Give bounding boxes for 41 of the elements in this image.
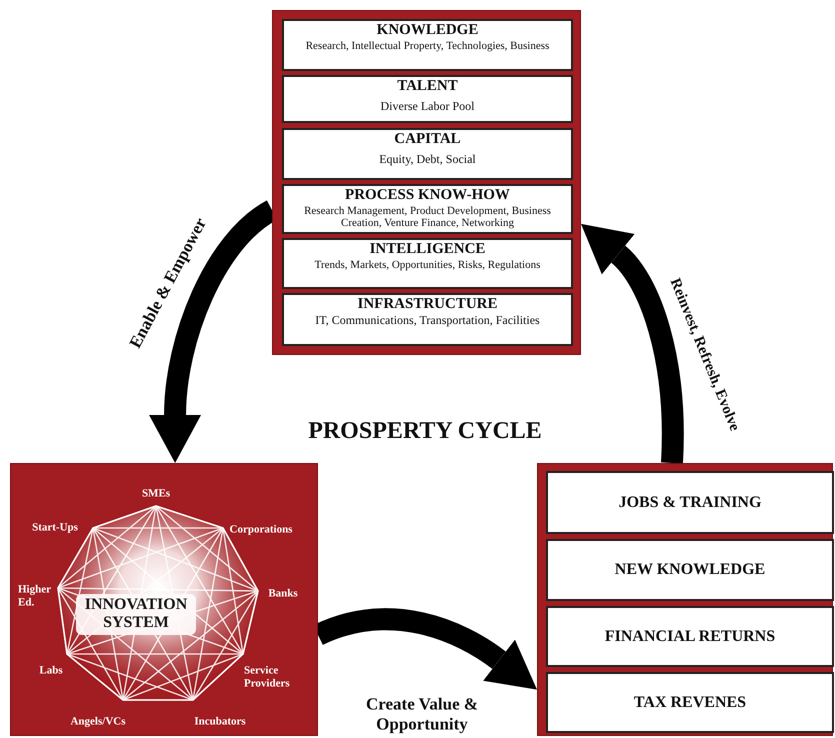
- partner-label: Angels/VCs: [70, 716, 126, 728]
- category-heading: TAX REVENES: [634, 694, 746, 712]
- category-heading: JOBS & TRAINING: [618, 494, 762, 512]
- category-heading: FINANCIAL RETURNS: [604, 628, 776, 646]
- category-box: [546, 471, 834, 534]
- category-description: Diverse Labor Pool: [380, 100, 474, 113]
- partner-label: SMEs: [142, 488, 170, 500]
- category-box: [282, 184, 573, 234]
- category-description: Trends, Markets, Opportunities, Risks, Regulations: [314, 258, 540, 271]
- innovation-panel: [10, 463, 318, 736]
- category-heading: NEW KNOWLEDGE: [614, 561, 766, 579]
- partner-label: Banks: [268, 588, 298, 600]
- category-box: [282, 75, 573, 123]
- category-description: Research, Intellectual Property, Technologies, Business: [306, 40, 550, 52]
- category-box: [546, 539, 834, 601]
- category-description: IT, Communications, Transportation, Facilities: [315, 314, 540, 327]
- category-box: [282, 293, 573, 346]
- panel: [272, 10, 581, 355]
- category-heading: KNOWLEDGE: [376, 22, 478, 38]
- category-heading: TALENT: [397, 78, 458, 94]
- diagram-title: PROSPERTY CYCLE: [307, 418, 543, 445]
- category-box: [546, 606, 834, 667]
- partner-label: Start-Ups: [32, 522, 78, 534]
- category-description: Equity, Debt, Social: [379, 152, 476, 166]
- partner-label: Higher Ed.: [18, 583, 52, 609]
- category-box: [282, 128, 573, 180]
- partner-label: Corporations: [230, 524, 292, 536]
- category-box: [282, 238, 573, 289]
- category-heading: INTELLIGENCE: [370, 241, 486, 258]
- category-box: [282, 19, 573, 71]
- partner-label: Labs: [39, 664, 63, 678]
- category-description: Research Management, Product Development, Business Creation, Venture Finance, Networking: [303, 204, 552, 229]
- category-box: [546, 672, 834, 733]
- partner-label: Service Providers: [244, 664, 291, 690]
- partner-label: Incubators: [194, 716, 246, 728]
- edge-label: Create Value & Opportunity: [364, 694, 480, 734]
- category-heading: PROCESS KNOW-HOW: [345, 187, 510, 204]
- category-heading: INFRASTRUCTURE: [357, 296, 498, 312]
- category-heading: CAPITAL: [394, 131, 461, 148]
- panel: [537, 463, 833, 736]
- system-title: INNOVATION SYSTEM: [76, 594, 196, 635]
